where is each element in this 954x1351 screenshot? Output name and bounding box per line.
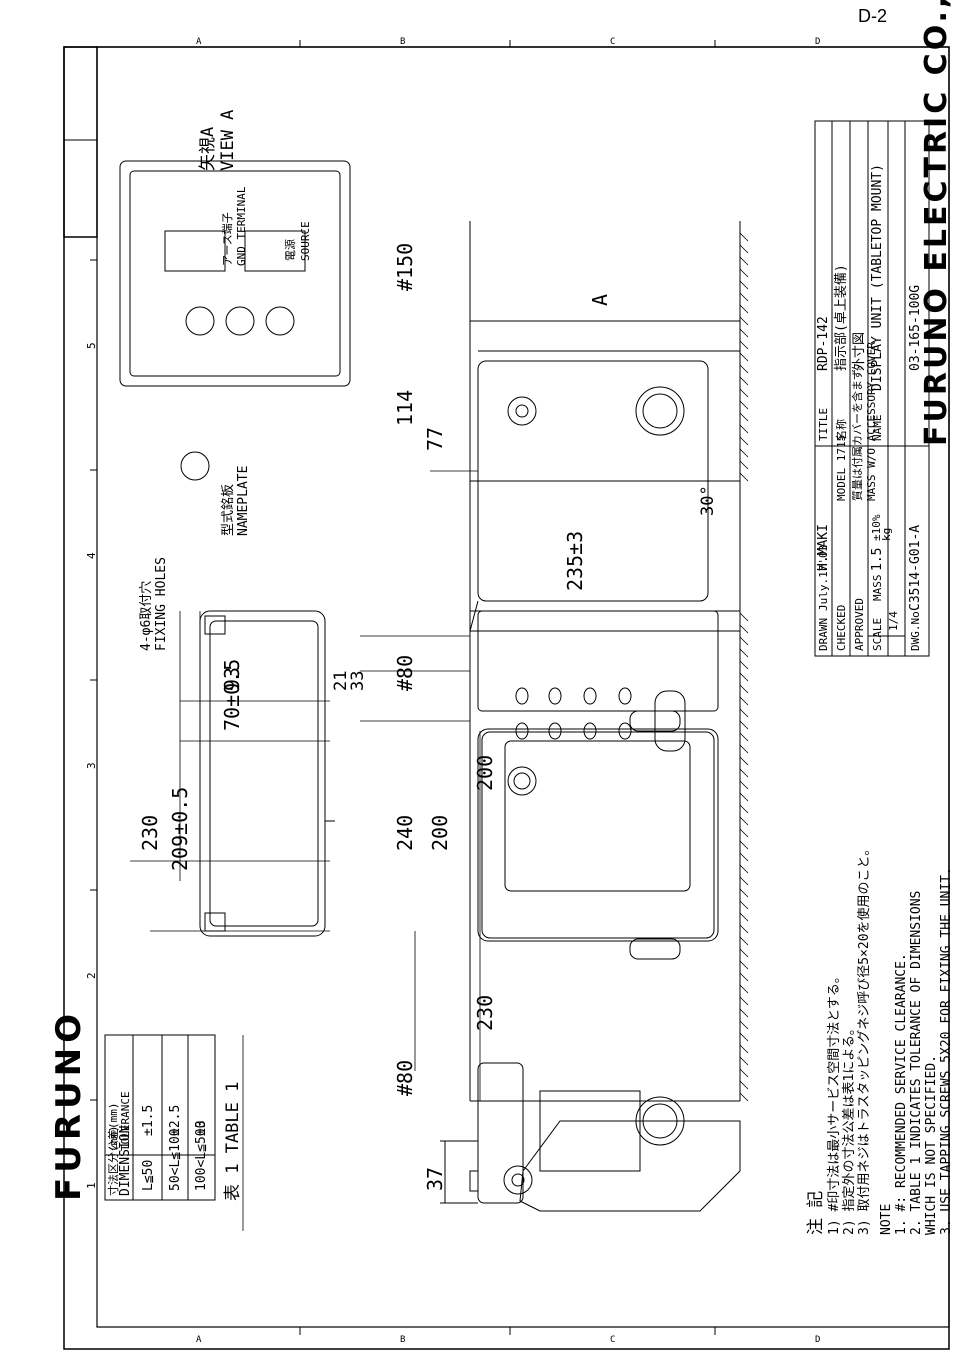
tb-title: RDP-142 <box>816 316 831 371</box>
tb-model: MODEL 1715 <box>835 434 848 501</box>
dim-230-top: 230 <box>138 814 162 851</box>
tb-mass-unit: kg <box>880 527 893 541</box>
table-row-1-range: L≦50 <box>141 1159 156 1191</box>
note-jp-3: 3) 取付用ネジはトラスタッピングネジ呼び径5×20を使用のこと。 <box>857 842 872 1235</box>
dim-clear-80-right: #80 <box>393 654 417 691</box>
svg-text:D: D <box>815 1335 820 1345</box>
table-caption: 表 1 TABLE 1 <box>223 1081 243 1201</box>
company-name: FURUNO ELECTRIC CO., LTD. <box>919 0 954 446</box>
label-fixing-holes-en: FIXING HOLES <box>154 557 169 651</box>
tb-name-en: DISPLAY UNIT (TABLETOP MOUNT) <box>870 164 885 391</box>
label-fixing-holes-jp: 4-φ6取付穴 <box>139 580 154 651</box>
svg-text:A: A <box>196 37 202 47</box>
sheet-label: D-2 <box>858 6 888 26</box>
tb-approved-label: APPROVED <box>853 598 866 651</box>
notes-en-title: NOTE <box>879 1203 894 1235</box>
zone-1: 1 <box>85 1182 98 1189</box>
label-source-en: SOURCE <box>299 221 312 261</box>
note-en-2b: WHICH IS NOT SPECIFIED. <box>924 1054 939 1235</box>
label-gnd-jp: アース端子 <box>221 212 234 266</box>
tb-dwg-label: DWG.No. <box>909 604 922 651</box>
label-nameplate-en: NAMEPLATE <box>236 465 251 536</box>
note-en-3: 3. USE TAPPING SCREWS 5X20 FOR FIXING TH… <box>939 867 954 1235</box>
note-jp-2: 2) 指定外の寸法公差は表1による。 <box>842 1022 857 1235</box>
label-view-jp: 矢視A <box>198 126 218 171</box>
table-row-2-tol: ±2.5 <box>168 1104 183 1136</box>
dim-clear-150: #150 <box>393 242 417 291</box>
svg-text:D: D <box>815 37 820 47</box>
dim-200-height: 200 <box>428 814 452 851</box>
dim-angle: 30° <box>698 485 718 516</box>
tb-name-jp: 指示部(卓上装備) <box>834 264 849 371</box>
label-gnd-en: GND TERMINAL <box>235 186 248 266</box>
dim-209: 209±0.5 <box>168 786 192 871</box>
svg-text:B: B <box>400 1335 405 1345</box>
dim-77: 77 <box>423 426 447 451</box>
dim-114: 114 <box>393 389 417 426</box>
dim-33: 33 <box>348 670 368 691</box>
zone-5: 5 <box>85 342 98 349</box>
tb-mass-label: MASS <box>871 574 884 602</box>
note-en-2: 2. TABLE 1 INDICATES TOLERANCE OF DIMENS… <box>909 890 924 1235</box>
dim-230-front: 230 <box>473 994 497 1031</box>
tb-name-label: NAME <box>871 414 884 442</box>
table-header-tolerance-jp: 公差(mm) <box>107 1102 120 1152</box>
tb-mass-note-jp: 質量は付属カバーを含まず。 <box>851 359 864 501</box>
dim-235: 235±3 <box>563 530 587 591</box>
table-row-1-tol: ±1.5 <box>141 1104 156 1136</box>
tb-scale-label: SCALE <box>871 617 884 651</box>
dim-70: 70±0.5 <box>220 658 244 731</box>
label-view-en: VIEW A <box>218 109 238 171</box>
zone-4: 4 <box>85 552 98 559</box>
svg-text:C: C <box>610 37 615 47</box>
label-arrow-a: A <box>588 293 612 306</box>
tb-drawn-name: H.MAKI <box>816 524 831 571</box>
notes-jp-title: 注 記 <box>806 1190 826 1235</box>
svg-text:C: C <box>610 1335 615 1345</box>
dim-clear-80-left: #80 <box>393 1059 417 1096</box>
note-en-1: 1. #: RECOMMENDED SERVICE CLEARANCE. <box>894 953 909 1235</box>
tb-checked-label: CHECKED <box>835 604 848 651</box>
dim-240: 240 <box>393 814 417 851</box>
table-row-3-tol: ±3 <box>194 1120 209 1136</box>
zone-3: 3 <box>85 762 98 769</box>
tb-scale: 1/4 <box>887 611 900 631</box>
label-source-jp: 電源 <box>284 239 297 261</box>
svg-text:A: A <box>196 1335 202 1345</box>
table-header-tolerance-en: TOLERANCE <box>119 1091 132 1151</box>
furuno-logo: FURUNO <box>49 1009 89 1201</box>
dim-200-front: 200 <box>473 754 497 791</box>
tb-mass: 1.5 <box>870 547 885 571</box>
note-jp-1: 1) #印寸法は最小サービス空間寸法とする。 <box>827 970 842 1235</box>
tb-drawn-label: DRAWN <box>817 617 830 651</box>
label-nameplate-jp: 型式銘板 <box>221 483 236 536</box>
tb-title-label: TITLE <box>817 407 830 441</box>
tb-part-no: 03-165-100G <box>908 284 923 371</box>
zone-2: 2 <box>85 972 98 979</box>
dim-37: 37 <box>423 1166 447 1191</box>
table-row-2-range: 50<L≦100 <box>168 1128 183 1191</box>
tb-dwg-no: C3514-G01-A <box>908 524 923 611</box>
svg-text:B: B <box>400 37 405 47</box>
